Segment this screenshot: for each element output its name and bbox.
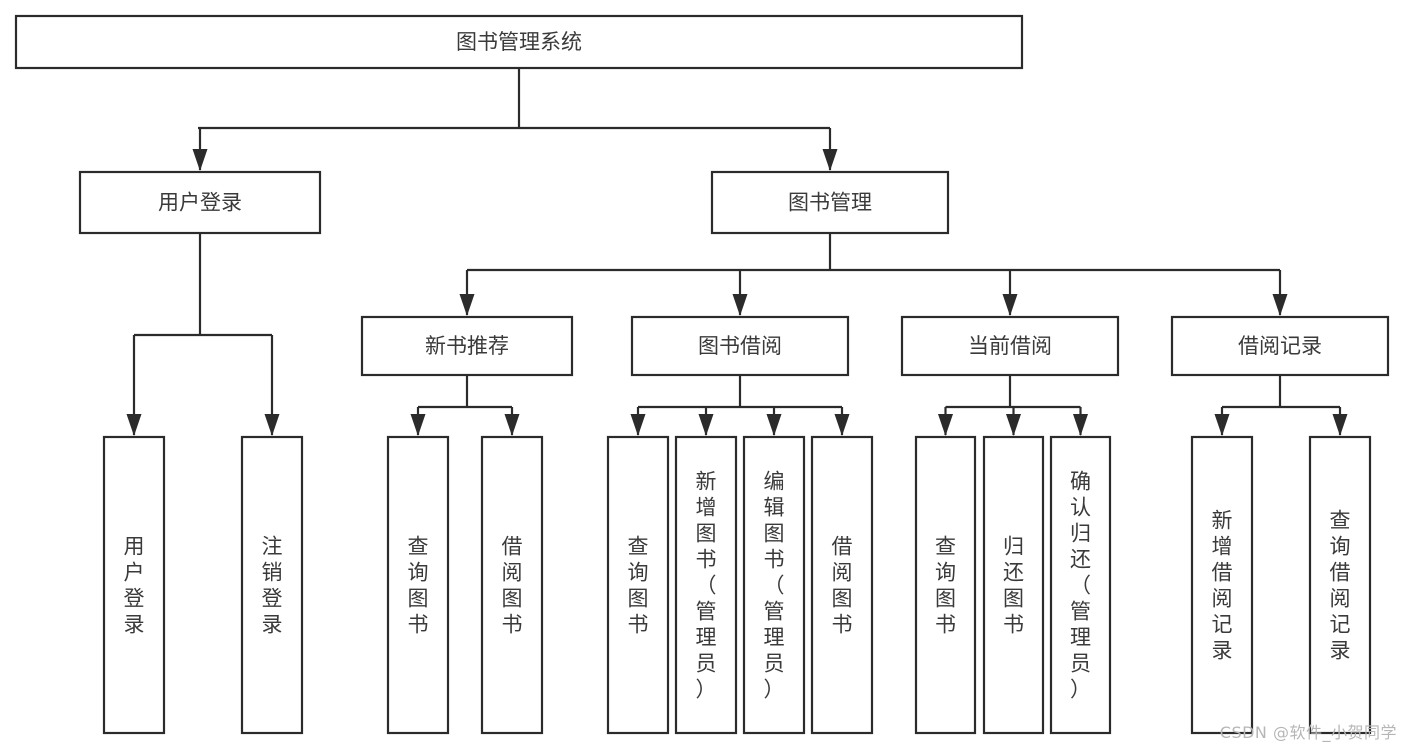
node-leaf-borrow-book-new-box[interactable] <box>480 435 544 735</box>
node-leaf-add-record-label: 新增借阅记录 <box>1212 508 1233 662</box>
arrow-head-icon <box>1073 414 1088 436</box>
node-current-borrow-label: 当前借阅 <box>968 334 1052 358</box>
node-leaf-return-book-box[interactable] <box>982 435 1045 735</box>
connectors-layer <box>126 68 1348 436</box>
node-leaf-query-book-borrow-box[interactable] <box>606 435 670 735</box>
node-leaf-query-book-new-box[interactable] <box>386 435 450 735</box>
node-leaf-user-login-label: 用户登录 <box>124 534 145 636</box>
node-book-management-label: 图书管理 <box>788 191 872 215</box>
arrow-head-icon <box>126 414 142 436</box>
node-leaf-confirm-return-label: 确认归还（管理员） <box>1070 469 1091 701</box>
node-leaf-borrow-book-label: 借阅图书 <box>832 534 853 636</box>
node-new-book-recommend-box[interactable] <box>360 315 574 377</box>
arrow-head-icon <box>504 414 520 436</box>
node-borrow-record-label: 借阅记录 <box>1238 334 1322 358</box>
node-user-login[interactable]: 用户登录 <box>78 170 322 235</box>
node-leaf-add-book-label: 新增图书（管理员） <box>696 469 717 701</box>
node-leaf-query-book-new-label: 查询图书 <box>408 534 429 636</box>
arrow-head-icon <box>698 414 714 436</box>
arrow-head-icon <box>766 414 782 436</box>
node-leaf-borrow-book-new-label: 借阅图书 <box>502 534 523 636</box>
node-leaf-confirm-return[interactable]: 确认归还（管理员） <box>1049 435 1112 735</box>
watermark-text: CSDN @软件_小贺同学 <box>1219 723 1397 742</box>
node-current-borrow[interactable]: 当前借阅 <box>900 315 1120 377</box>
node-leaf-return-book-label: 归还图书 <box>1003 534 1024 636</box>
node-current-borrow-box[interactable] <box>900 315 1120 377</box>
arrow-head-icon <box>410 414 426 436</box>
node-leaf-add-book-box[interactable] <box>674 435 738 735</box>
node-root-label: 图书管理系统 <box>456 30 582 54</box>
node-new-book-recommend[interactable]: 新书推荐 <box>360 315 574 377</box>
arrow-head-icon <box>1006 414 1021 436</box>
node-borrow-record[interactable]: 借阅记录 <box>1170 315 1390 377</box>
node-book-management-box[interactable] <box>710 170 950 235</box>
node-book-management[interactable]: 图书管理 <box>710 170 950 235</box>
node-leaf-add-record-box[interactable] <box>1190 435 1254 735</box>
node-book-borrow-box[interactable] <box>630 315 850 377</box>
node-leaf-query-record[interactable]: 查询借阅记录 <box>1308 435 1372 735</box>
node-user-login-box[interactable] <box>78 170 322 235</box>
node-leaf-user-logout[interactable]: 注销登录 <box>240 435 304 735</box>
node-leaf-return-book[interactable]: 归还图书 <box>982 435 1045 735</box>
node-leaf-confirm-return-box[interactable] <box>1049 435 1112 735</box>
node-leaf-borrow-book-new[interactable]: 借阅图书 <box>480 435 544 735</box>
node-leaf-user-login-box[interactable] <box>102 435 166 735</box>
arrow-head-icon <box>630 414 646 436</box>
nodes-layer: 图书管理系统用户登录图书管理新书推荐图书借阅当前借阅借阅记录用户登录注销登录查询… <box>14 14 1390 735</box>
node-leaf-add-book[interactable]: 新增图书（管理员） <box>674 435 738 735</box>
arrow-head-icon <box>938 414 953 436</box>
node-leaf-add-record[interactable]: 新增借阅记录 <box>1190 435 1254 735</box>
arrow-head-icon <box>1214 414 1230 436</box>
node-leaf-user-login[interactable]: 用户登录 <box>102 435 166 735</box>
node-leaf-user-logout-label: 注销登录 <box>262 534 283 636</box>
node-new-book-recommend-label: 新书推荐 <box>425 334 509 358</box>
node-leaf-query-book-borrow-label: 查询图书 <box>628 534 649 636</box>
node-borrow-record-box[interactable] <box>1170 315 1390 377</box>
arrow-head-icon <box>1272 294 1288 316</box>
arrow-head-icon <box>822 149 838 171</box>
arrow-head-icon <box>1002 294 1018 316</box>
arrow-head-icon <box>732 294 748 316</box>
arrow-head-icon <box>1332 414 1348 436</box>
arrow-head-icon <box>834 414 850 436</box>
node-leaf-query-book-new[interactable]: 查询图书 <box>386 435 450 735</box>
node-leaf-edit-book-label: 编辑图书（管理员） <box>764 469 785 701</box>
node-leaf-query-record-box[interactable] <box>1308 435 1372 735</box>
arrow-head-icon <box>192 149 208 171</box>
node-book-borrow-label: 图书借阅 <box>698 334 782 358</box>
node-leaf-borrow-book-box[interactable] <box>810 435 874 735</box>
node-leaf-query-book-current-label: 查询图书 <box>935 534 956 636</box>
node-book-borrow[interactable]: 图书借阅 <box>630 315 850 377</box>
node-root[interactable]: 图书管理系统 <box>14 14 1024 70</box>
node-user-login-label: 用户登录 <box>158 191 242 215</box>
node-leaf-edit-book[interactable]: 编辑图书（管理员） <box>742 435 806 735</box>
node-leaf-query-record-label: 查询借阅记录 <box>1330 508 1351 662</box>
node-leaf-edit-book-box[interactable] <box>742 435 806 735</box>
arrow-head-icon <box>264 414 280 436</box>
node-leaf-query-book-current[interactable]: 查询图书 <box>914 435 977 735</box>
arrow-head-icon <box>459 294 475 316</box>
node-leaf-user-logout-box[interactable] <box>240 435 304 735</box>
node-leaf-query-book-borrow[interactable]: 查询图书 <box>606 435 670 735</box>
node-leaf-query-book-current-box[interactable] <box>914 435 977 735</box>
node-leaf-borrow-book[interactable]: 借阅图书 <box>810 435 874 735</box>
node-root-box[interactable] <box>14 14 1024 70</box>
